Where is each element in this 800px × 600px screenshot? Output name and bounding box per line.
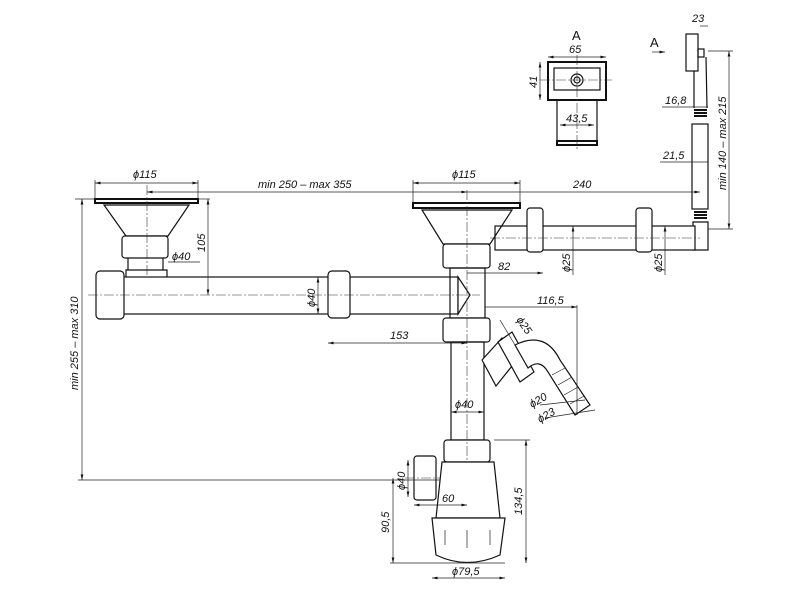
overflow-head-width-label: 23: [691, 13, 705, 25]
overflow-tube: A 23 16,8 21,5 min 140 – max 215: [650, 13, 733, 251]
detail-a-view: A 65 41 43,5: [528, 28, 612, 150]
trap-inlet-height-label: 90,5: [380, 511, 392, 533]
detail-width-label: 65: [569, 44, 582, 56]
left-outlet-dia-label: ϕ40: [172, 251, 191, 263]
overflow-side-pipe: ϕ25 ϕ25 82: [467, 207, 700, 275]
trap-inlet-offset-label: 60: [442, 493, 455, 505]
hose-offset-label: 116,5: [537, 295, 565, 307]
horizontal-pipe: ϕ40: [88, 270, 480, 320]
basin-spacing-label: min 250 – max 355: [258, 179, 352, 191]
section-view-label: A: [572, 28, 581, 43]
overflow-lower-dia-label: 21,5: [662, 150, 685, 162]
left-basin-dia-label: ϕ115: [133, 169, 158, 181]
pipe-length-label: 153: [390, 330, 409, 342]
bottle-trap: ϕ40 60 90,5 134,5 ϕ79,5: [380, 439, 530, 580]
trap-inlet-dia-label: ϕ40: [396, 471, 408, 490]
total-height-label: min 255 – max 310: [69, 296, 81, 390]
left-basin-height-label: 105: [196, 233, 208, 252]
right-basin-dia-label: ϕ115: [452, 169, 477, 181]
trap-bottom-dia-label: ϕ79,5: [452, 566, 480, 578]
overall-dimensions: ϕ115 ϕ115 min 250 – max 355 240 ϕ40 105 …: [69, 169, 700, 481]
hose-outer-dia-label: ϕ23: [536, 406, 559, 426]
overflow-height-label: min 140 – max 215: [717, 96, 729, 190]
horizontal-pipe-dia-label: ϕ40: [306, 288, 318, 307]
right-basin-strainer: ϕ40: [412, 190, 521, 560]
trap-height-label: 134,5: [513, 487, 525, 515]
section-arrow-label: A: [650, 35, 659, 50]
side-pipe-dia-a-label: ϕ25: [561, 253, 573, 272]
overflow-upper-dia-label: 16,8: [665, 95, 687, 107]
side-pipe-offset-label: 82: [498, 261, 510, 273]
hose-connector-dia-label: ϕ25: [514, 315, 535, 338]
hose-branch: 116,5 ϕ25 ϕ20 ϕ23: [481, 295, 596, 426]
side-pipe-dia-b-label: ϕ25: [653, 253, 665, 272]
overflow-offset-label: 240: [572, 179, 592, 191]
detail-outlet-label: 43,5: [566, 113, 588, 125]
detail-height-label: 41: [528, 76, 540, 88]
vertical-pipe-dia-label: ϕ40: [455, 399, 474, 411]
